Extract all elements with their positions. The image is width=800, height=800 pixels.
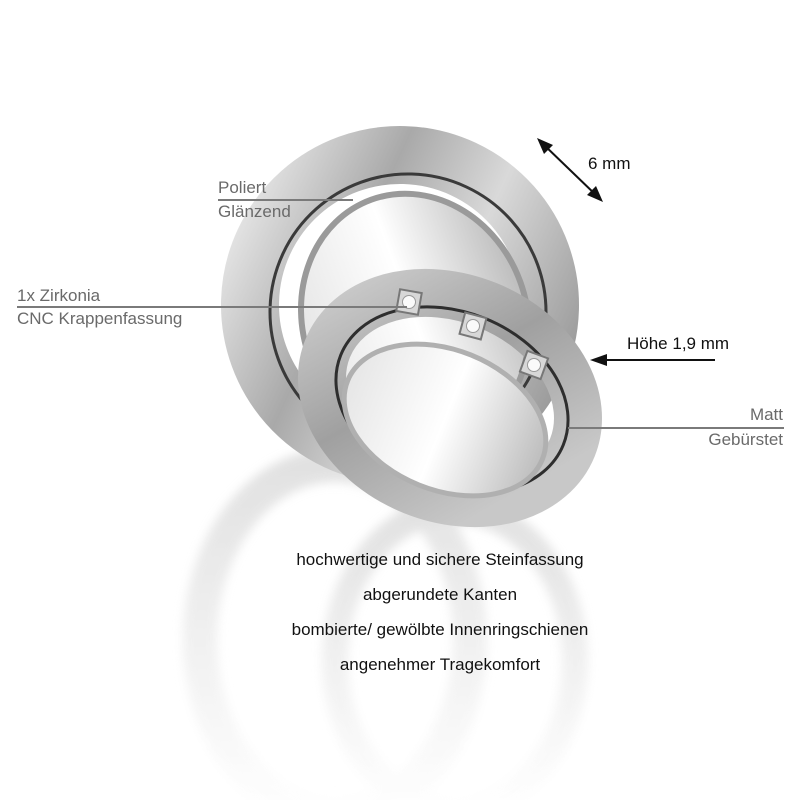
arrow-left-icon <box>590 354 715 366</box>
callout-polished-line1: Poliert <box>218 178 267 197</box>
callout-matte-rule <box>568 427 784 429</box>
front-ring <box>298 268 602 528</box>
feature-item: angenehmer Tragekomfort <box>339 655 541 674</box>
callout-polished-rule <box>218 199 353 201</box>
dimension-height-label: Höhe 1,9 mm <box>627 334 730 353</box>
callout-matte-line2: Gebürstet <box>708 430 783 449</box>
double-arrow-diagonal-icon <box>537 138 603 202</box>
feature-item: hochwertige und sichere Steinfassung <box>296 550 584 569</box>
callout-stone-line2: CNC Krappenfassung <box>17 309 183 328</box>
zirconia-stone <box>458 311 488 341</box>
callout-stone-rule <box>17 306 407 308</box>
zirconia-stone <box>395 288 423 316</box>
callout-polished-line2: Glänzend <box>218 202 291 221</box>
dimension-width-label: 6 mm <box>588 154 631 173</box>
feature-item: bombierte/ gewölbte Innenringschienen <box>291 620 589 639</box>
feature-list: hochwertige und sichere Steinfassung abg… <box>200 548 680 688</box>
callout-stone-line1: 1x Zirkonia <box>17 286 101 305</box>
zirconia-stone <box>518 349 550 381</box>
feature-item: abgerundete Kanten <box>362 585 518 604</box>
callout-matte-line1: Matt <box>749 405 783 424</box>
